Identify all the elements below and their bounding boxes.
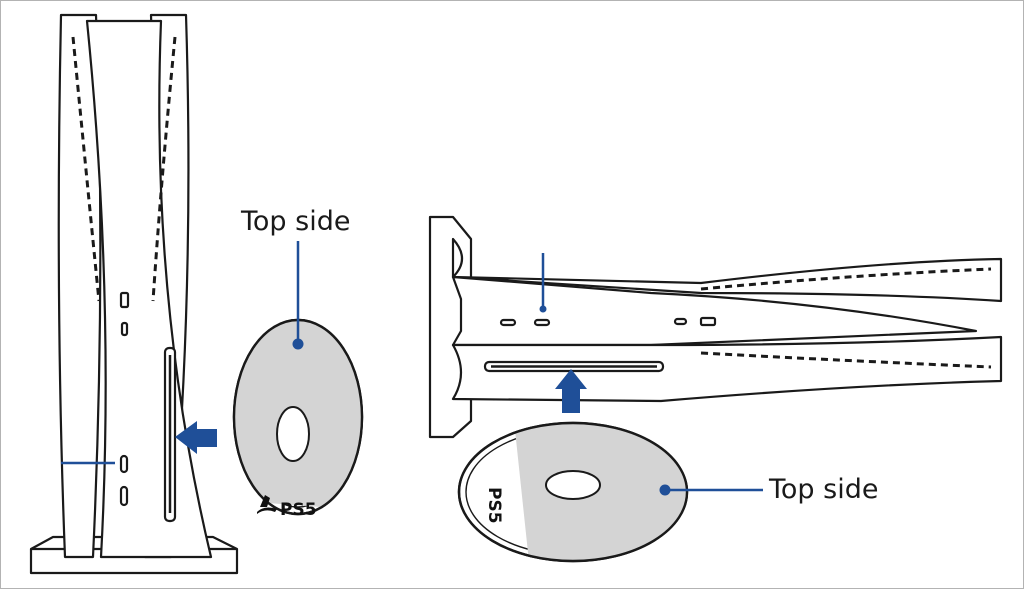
bottom-wing (451, 335, 1003, 403)
disc-vertical: PS5 (232, 318, 364, 520)
label-top-side-horizontal: Top side (768, 474, 878, 505)
disc-horizontal: PS5 (457, 421, 689, 563)
horizontal-vents (700, 267, 992, 369)
vent-stripes (71, 36, 177, 302)
insert-arrow-up-icon (555, 369, 587, 413)
horizontal-body (451, 275, 978, 347)
disc-logo-vertical: PS5 (280, 500, 317, 520)
leader-dot-horizontal-disc (659, 484, 671, 496)
label-top-side-vertical: Top side (240, 206, 350, 237)
horizontal-console (428, 215, 1003, 439)
console-body (85, 19, 213, 559)
vertical-console (29, 13, 239, 575)
disc-logo-horizontal: PS5 (484, 487, 504, 524)
insert-arrow-left-icon (175, 421, 217, 454)
playstation-logo-icon (257, 495, 277, 514)
leader-dot-vertical-disc (292, 338, 304, 350)
